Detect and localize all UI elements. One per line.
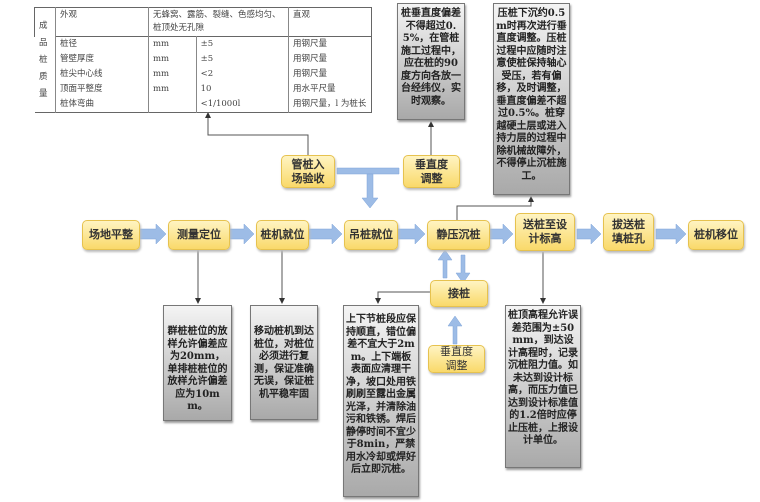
step-machine-move: 桩机移位	[688, 220, 744, 250]
step-drive-to-elevation: 送桩至设计标高	[515, 213, 575, 251]
table-cell: 桩尖中心线	[55, 67, 149, 82]
step-vertical-adjust-top: 垂直度调整	[403, 155, 460, 188]
table-cell: ±5	[196, 52, 289, 67]
table-header-cell: 直观	[292, 10, 310, 20]
table-cell: 10	[196, 82, 289, 97]
table-cell: 用钢尺量	[288, 52, 373, 67]
step-machine-position: 桩机就位	[256, 220, 309, 250]
table-cell: 用钢尺量	[288, 67, 373, 82]
step-survey: 测量定位	[168, 220, 230, 250]
step-hoist-pile: 吊桩就位	[344, 220, 398, 250]
table-cell: 用钢尺量	[288, 36, 373, 52]
table-cell: <2	[196, 67, 289, 82]
table-header-cell: 外观	[55, 7, 149, 37]
table-cell: 顶面平整度	[55, 82, 149, 97]
table-cell: ±5	[196, 36, 289, 52]
step-vertical-adjust-bottom: 垂直度调整	[428, 345, 485, 373]
table-cell: <1/1000l	[196, 97, 289, 113]
table-cell: mm	[148, 36, 197, 52]
table-cell: mm	[148, 52, 197, 67]
note-splice: 上下节桩段应保持顺直，错位偏差不宜大于2mm。上下端板表面应清理干净，坡口处用铁…	[343, 305, 419, 497]
note-elevation: 桩顶高程允许误差范围为±50mm，到达设计高程时，记录沉桩阻力值。如未达到设计标…	[505, 305, 581, 468]
note-survey: 群桩桩位的放样允许偏差应为20mm，单排桩桩位的放样允许偏差应为10mm。	[163, 305, 232, 421]
note-pressing: 压桩下沉约0.5m时再次进行垂直度调整。压桩过程中应随时注意使桩保持轴心受压，若…	[493, 3, 570, 195]
note-vertical-deviation: 桩垂直度偏差不得超过0.5%，在管桩施工过程中，应在桩的90度方向各放一台经纬仪…	[397, 3, 465, 120]
table-cell: mm	[148, 67, 197, 82]
step-splice: 接桩	[430, 280, 488, 307]
table-side-label: 成品桩质量	[34, 7, 56, 113]
table-header-cell: 无蜂窝、露筋、裂缝、色感均匀、桩顶处无孔隙	[148, 7, 289, 37]
flow-arrows	[139, 167, 687, 345]
step-fill-hole: 拔送桩填桩孔	[603, 213, 654, 251]
table-cell: 用水平尺量	[288, 82, 373, 97]
note-machine: 移动桩机到达桩位，对桩位必须进行复测，保证准确无误，保证桩机平稳牢固	[250, 305, 318, 420]
table-cell: mm	[148, 82, 197, 97]
step-site-leveling: 场地平整	[82, 220, 140, 250]
table-cell	[148, 97, 197, 113]
table-cell: 桩体弯曲	[55, 97, 149, 113]
table-cell: 桩径	[55, 36, 149, 52]
step-pile-inspection: 管桩入场验收	[281, 155, 335, 188]
step-static-pressing: 静压沉桩	[427, 220, 490, 250]
table-cell: 管壁厚度	[55, 52, 149, 67]
table-cell: 用钢尺量，l 为桩长	[288, 97, 373, 113]
